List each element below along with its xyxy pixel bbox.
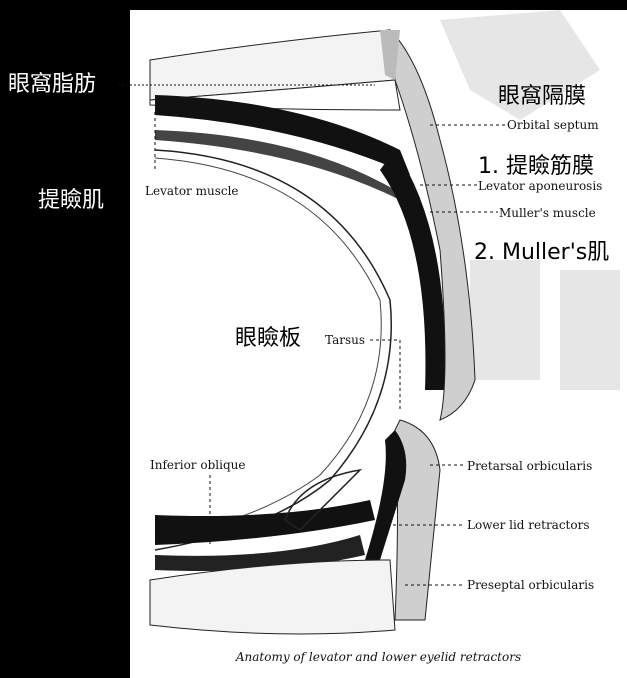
levator-aponeurosis-label-cn: 1. 提瞼筋膜 [478, 148, 594, 180]
figure-caption: Anatomy of levator and lower eyelid retr… [130, 650, 627, 664]
levator-label-cn: 提瞼肌 [38, 182, 104, 214]
orbital-septum-label: Orbital septum [507, 118, 599, 132]
orbital-fat-label-cn: 眼窩脂肪 [8, 66, 96, 98]
pretarsal-orbicularis-label: Pretarsal orbicularis [467, 459, 592, 473]
mullers-muscle-label: Muller's muscle [499, 206, 596, 220]
mullers-muscle-label-cn: 2. Muller's肌 [474, 234, 609, 266]
tarsus-label-en: Tarsus [325, 333, 365, 347]
levator-aponeurosis-label: Levator aponeurosis [478, 179, 602, 193]
tarsus-label-cn: 眼瞼板 [235, 320, 301, 352]
lower-lid-structures [150, 420, 440, 634]
preseptal-orbicularis-label: Preseptal orbicularis [467, 578, 594, 592]
inferior-oblique-label: Inferior oblique [150, 458, 245, 472]
levator-muscle-label: Levator muscle [145, 184, 239, 198]
orbital-septum-label-cn: 眼窩隔膜 [498, 78, 586, 110]
lower-lid-retractors-label: Lower lid retractors [467, 518, 590, 532]
